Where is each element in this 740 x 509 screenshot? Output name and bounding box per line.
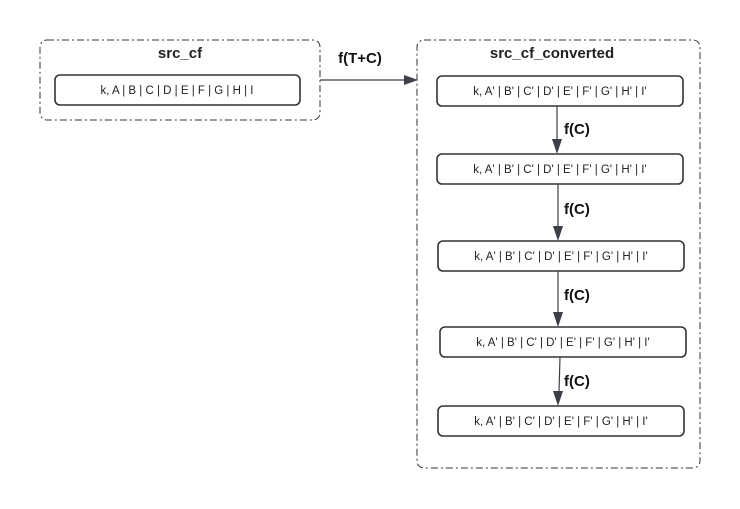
chain-arrow-head [553,226,563,241]
src-cf-row-text: k, A | B | C | D | E | F | G | H | I [101,85,254,97]
chain-edge-label: f(C) [564,121,590,138]
src-cf-title: src_cf [158,45,203,62]
converted-row-3: k, A' | B' | C' | D' | E' | F' | G' | H'… [437,240,685,272]
converted-row-5: k, A' | B' | C' | D' | E' | F' | G' | H'… [437,405,685,437]
converted-row-box [436,75,684,107]
chain-arrow-line [558,356,561,393]
converted-row-text: k, A' | B' | C' | D' | E' | F' | G' | H'… [473,164,646,176]
src-cf-converted-group: src_cf_converted k, A' | B' | C' | D' | … [416,39,701,469]
chain-arrow-head [553,391,563,406]
src-cf-row-box [54,74,301,106]
conversion-edge: f(T+C) [320,50,418,85]
converted-row-2: k, A' | B' | C' | D' | E' | F' | G' | H'… [436,153,684,185]
chain-edge-label: f(C) [564,287,590,304]
src-cf-group-frame [39,39,321,121]
converted-row-box [439,326,687,358]
chain-edge-label: f(C) [564,201,590,218]
converted-row-1: k, A' | B' | C' | D' | E' | F' | G' | H'… [436,75,684,107]
converted-row-text: k, A' | B' | C' | D' | E' | F' | G' | H'… [474,416,647,428]
chain-arrow-head [553,312,563,327]
src-cf-converted-group-frame [416,39,701,469]
chain-edge-3: f(C) [553,271,590,327]
chain-edge-4: f(C) [553,356,590,406]
converted-row-box [437,405,685,437]
converted-row-text: k, A' | B' | C' | D' | E' | F' | G' | H'… [473,86,646,98]
converted-row-text: k, A' | B' | C' | D' | E' | F' | G' | H'… [474,251,647,263]
chain-edge-label: f(C) [564,373,590,390]
src-cf-converted-title: src_cf_converted [490,45,614,62]
src-cf-group: src_cf k, A | B | C | D | E | F | G | H … [39,39,321,121]
conversion-arrow-head [404,75,418,85]
converted-row-box [436,153,684,185]
chain-edge-1: f(C) [552,106,590,154]
converted-row-4: k, A' | B' | C' | D' | E' | F' | G' | H'… [439,326,687,358]
converted-row-text: k, A' | B' | C' | D' | E' | F' | G' | H'… [476,337,649,349]
chain-arrow-head [552,139,562,154]
converted-row-box [437,240,685,272]
conversion-edge-label: f(T+C) [338,50,382,67]
chain-edge-2: f(C) [553,184,590,241]
